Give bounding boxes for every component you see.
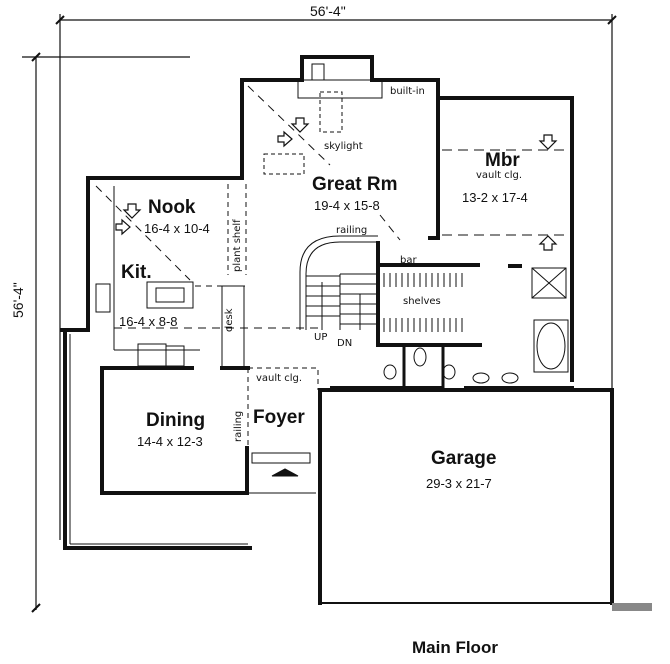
stairs-up-note: UP (314, 332, 328, 343)
room-foyer-name: Foyer (253, 407, 305, 428)
garage-slab-hatch (612, 603, 652, 611)
room-great-rm-size: 19-4 x 15-8 (314, 198, 380, 213)
room-dining-size: 14-4 x 12-3 (137, 434, 203, 449)
arrow-down-icon (290, 117, 310, 133)
arrow-up-icon (538, 235, 558, 251)
room-garage-name: Garage (431, 448, 497, 469)
built-in-note: built-in (390, 86, 425, 97)
room-mbr-note: vault clg. (476, 170, 523, 181)
room-mbr-size: 13-2 x 17-4 (462, 190, 528, 205)
desk-note: desk (224, 308, 235, 332)
arrow-down-icon (122, 203, 142, 219)
room-mbr-name: Mbr (485, 150, 520, 171)
room-nook-size: 16-4 x 10-4 (144, 221, 210, 236)
stairs-down-note: DN (337, 338, 353, 349)
room-dining-name: Dining (146, 410, 206, 431)
arrow-right-icon (277, 130, 293, 148)
overall-depth-label: 56'-4" (10, 282, 26, 318)
skylight-note: skylight (324, 141, 363, 152)
arrow-down-icon (538, 134, 558, 150)
room-nook-name: Nook (148, 197, 196, 218)
foyer-vault-note: vault clg. (256, 373, 303, 384)
room-great-rm-name: Great Rm (312, 174, 398, 195)
plan-title: Main Floor (412, 638, 498, 657)
dining-railing-note: railing (233, 410, 244, 442)
overall-width-label: 56'-4" (310, 3, 346, 19)
plant-shelf-note: plant shelf (232, 219, 243, 272)
room-garage-size: 29-3 x 21-7 (426, 476, 492, 491)
shelves-note: shelves (403, 296, 441, 307)
railing-note: railing (336, 225, 368, 236)
room-kit-name: Kit. (121, 262, 152, 283)
arrow-right-icon (115, 218, 131, 236)
room-kit-size: 16-4 x 8-8 (119, 314, 178, 329)
bar-note: bar (400, 255, 417, 266)
